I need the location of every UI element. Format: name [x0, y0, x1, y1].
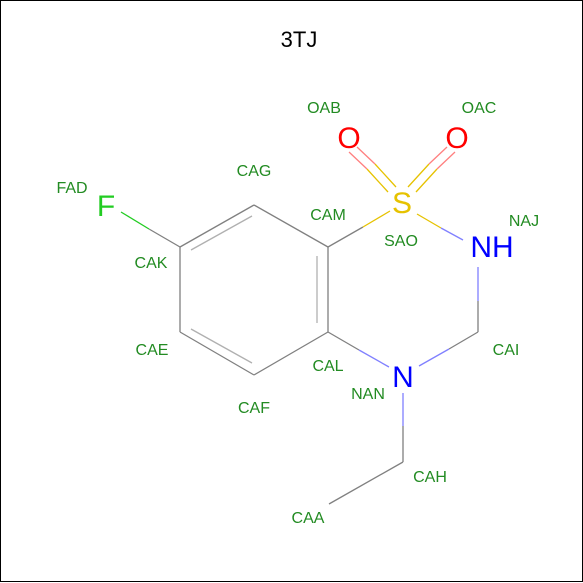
- atom-label: SAO: [384, 233, 418, 250]
- bond-sao-oac: [415, 168, 438, 193]
- atom-label: CAG: [237, 163, 272, 180]
- atom-label: CAI: [493, 342, 520, 359]
- atom-label: CAE: [136, 342, 169, 359]
- oxygen-atom-oab: O: [337, 122, 360, 155]
- bond-cal-nan: [358, 349, 390, 368]
- molecule-title: 3TJ: [281, 27, 318, 52]
- atom-label: CAM: [310, 207, 346, 224]
- bond-cak-fad: [120, 211, 150, 230]
- aromatic-inner-bond: [190, 215, 253, 251]
- atom-label: OAC: [462, 100, 497, 117]
- fluorine-atom: F: [97, 190, 115, 223]
- nitrogen-atom-naj: NH: [470, 231, 513, 264]
- atom-label: FAD: [56, 180, 87, 197]
- bond-caf-cae: [179, 331, 255, 376]
- bond-cak-fad: [148, 228, 181, 248]
- atom-label: CAK: [135, 255, 168, 272]
- atom-labels: FAD CAG OAB OAC CAM SAO NAJ CAK CAE CAL …: [56, 100, 539, 527]
- atom-label: CAA: [292, 510, 325, 527]
- atom-label: CAF: [238, 400, 270, 417]
- atom-label: CAL: [312, 358, 343, 375]
- atom-label: NAN: [351, 386, 385, 403]
- benzene-ring: [179, 204, 329, 376]
- sulfonyl-bonds: [348, 146, 456, 193]
- bond-cam-sao: [362, 210, 391, 228]
- atom-label: NAJ: [509, 213, 539, 230]
- atom-label: CAH: [413, 469, 447, 486]
- bond-sao-oab: [348, 151, 368, 170]
- sulfur-atom: S: [392, 187, 412, 220]
- bond-sao-oac: [436, 151, 456, 170]
- bond-cal-caf: [253, 331, 329, 376]
- aromatic-inner-bond: [190, 328, 253, 364]
- bond-cak-cag: [179, 204, 255, 248]
- atom-label: OAB: [307, 100, 341, 117]
- bond-sao-oab: [366, 168, 389, 193]
- bond-cai-nan: [448, 331, 479, 350]
- bond-sao-oab: [374, 163, 397, 188]
- bond-cag-cam: [253, 204, 329, 248]
- bond-cal-nan: [327, 331, 360, 351]
- bond-sao-oab: [356, 146, 376, 165]
- bond-sao-naj: [416, 213, 442, 229]
- bond-sao-oac: [407, 163, 430, 188]
- nitrogen-atom-nan: N: [392, 361, 414, 394]
- bond-cai-nan: [418, 348, 450, 367]
- bond-cam-sao: [327, 226, 364, 248]
- oxygen-atom-oac: O: [445, 122, 468, 155]
- bond-sao-naj: [440, 227, 464, 241]
- bond-sao-oac: [428, 146, 448, 165]
- bond-cah-caa: [328, 461, 404, 505]
